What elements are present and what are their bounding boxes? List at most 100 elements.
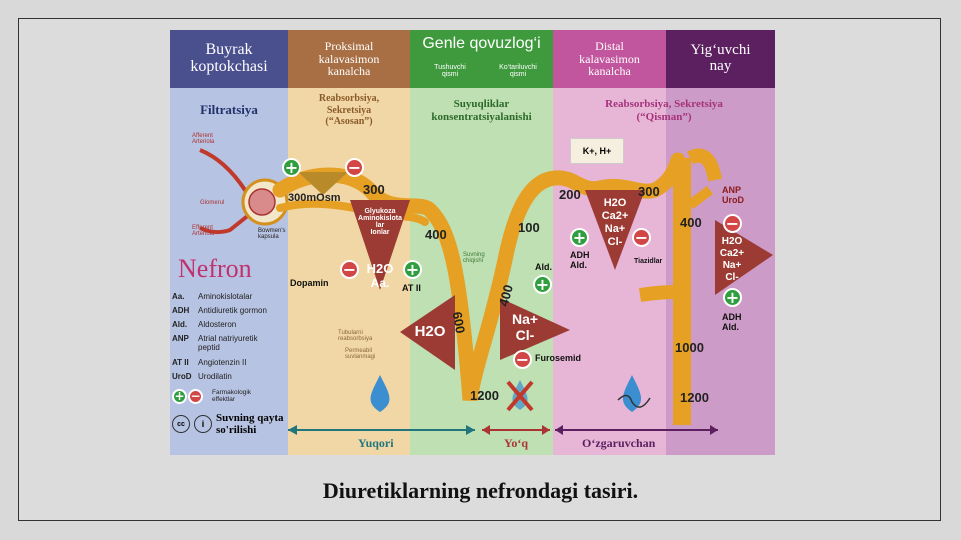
cross-line-2 (506, 380, 534, 412)
osm-start-unit: 300mOsm (288, 192, 341, 204)
plus-icon: + (282, 158, 301, 177)
collect-na: Na+ (722, 260, 742, 271)
function-distal-collecting: Reabsorbsiya, Sekretsiya(“Qisman”) (553, 88, 775, 133)
legend-badges: + − (172, 388, 212, 404)
arrow-yoq-left (482, 425, 490, 435)
osm-distal-start: 200 (559, 187, 581, 202)
legend-text: Aminokislotalar (198, 292, 253, 301)
loop-water-text: H2O (414, 323, 446, 340)
water-drop-icon (370, 375, 390, 412)
secretion-text: K+, H+ (582, 146, 612, 156)
efferent-arteriole (199, 208, 257, 235)
legend-text: Angiotenzin II (198, 358, 247, 367)
drug-at2: AT II (402, 283, 421, 293)
plus-icon: + (172, 388, 187, 404)
osm-distal-end: 300 (638, 184, 660, 199)
arrow-yuqori-right (466, 425, 475, 435)
function-distal-text: Reabsorbsiya, Sekretsiya(“Qisman”) (605, 97, 723, 123)
arrow-yoq-right (542, 425, 550, 435)
distal-cl: Cl- (607, 236, 623, 248)
info-icon: i (194, 415, 212, 434)
label-glomerul-text: Glomerul (200, 200, 225, 206)
osm-desc-mid: 400 (425, 227, 447, 242)
collecting-branch-2 (638, 285, 676, 302)
header-loop-text: Genle qovuzlog‘i (422, 35, 541, 52)
minus-icon: − (340, 260, 359, 279)
minus-icon: − (188, 388, 203, 404)
osm-asc-top: 100 (518, 220, 540, 235)
legend-abbr: ADH (172, 306, 190, 315)
osm-collect-mid: 1000 (675, 340, 704, 355)
legend-text: Aldosteron (198, 320, 237, 329)
legend-text: Urodilatin (198, 372, 232, 381)
loop-na-text: Na+ (511, 311, 539, 327)
secretion-box: K+, H+ (570, 138, 624, 164)
glomerulus-ball (248, 188, 276, 216)
label-glomerul: Glomerul (200, 200, 224, 206)
arrow-ozgaruvchan-right (710, 425, 718, 435)
tubule-svg (199, 148, 773, 435)
legend-row: Ald.Aldosteron (172, 320, 292, 334)
plus-icon: + (570, 228, 589, 247)
minus-icon: − (632, 228, 651, 247)
function-proximal-text: Reabsorbsiya,Sekretsiya(“Asosan”) (318, 93, 380, 128)
osm-collect-top: 400 (680, 215, 702, 230)
cc-icon: cc (172, 415, 190, 434)
distal-h2o: H2O (603, 197, 627, 209)
collect-cl: Cl- (725, 272, 739, 283)
column-glomerulus (170, 30, 288, 455)
collecting-triangle (715, 220, 773, 295)
collect-h2o: H2O (721, 236, 743, 247)
slide-caption: Diuretiklarning nefrondagi tasiri. (322, 478, 639, 503)
minus-icon: − (345, 158, 364, 177)
legend-abbr: Aa. (172, 292, 185, 301)
permeability-variable: O‘zgaruvchan (582, 436, 656, 450)
permeability-high: Yuqori (358, 436, 394, 450)
loop-cl-text: Cl- (515, 327, 535, 343)
collecting-branch-1 (686, 148, 722, 182)
distal-na: Na+ (604, 223, 626, 235)
minus-icon: − (723, 214, 742, 233)
minus-icon: − (513, 350, 532, 369)
loop-salt-triangle (500, 298, 570, 360)
collecting-branch-3 (687, 186, 713, 209)
osm-bottom: 1200 (470, 388, 499, 403)
water-drop-variable-icon (622, 375, 642, 412)
function-glomerulus-text: Filtratsiya (200, 102, 258, 118)
arrow-yuqori-left (288, 425, 297, 435)
legend-abbr: AT II (172, 358, 189, 367)
plus-icon: + (403, 260, 422, 279)
arrow-ozgaruvchan-left (555, 425, 563, 435)
wave-icon (617, 394, 651, 408)
